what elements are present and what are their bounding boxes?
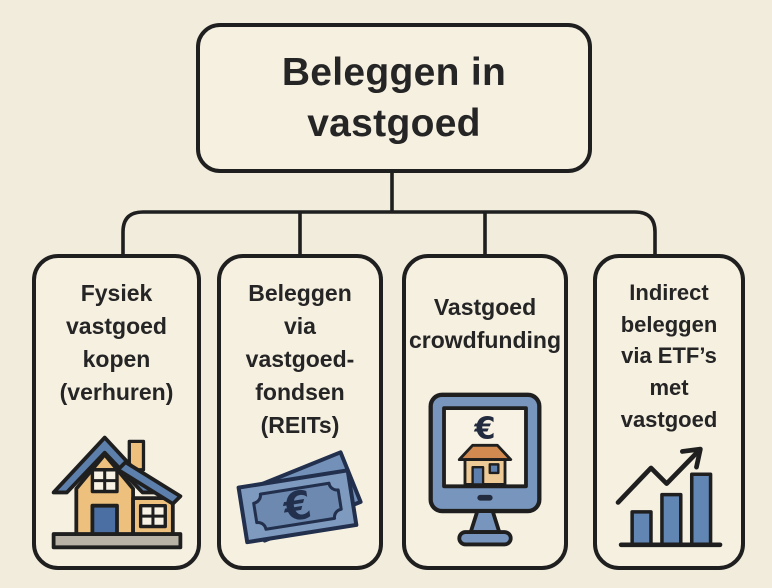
branch-node-etf: Indirect beleggen via ETF’s met vastgoed (593, 254, 745, 570)
crowdfunding-monitor-icon: € (428, 392, 542, 547)
branch-label: Indirect beleggen via ETF’s met vastgoed (620, 280, 718, 432)
house-icon (51, 435, 182, 550)
etf-chart-icon (615, 447, 723, 548)
connector-bracket (121, 210, 657, 255)
branch-label: Beleggen via vastgoed- fondsen (REITs) (245, 280, 355, 439)
branch-label: Vastgoed crowdfunding (408, 294, 562, 354)
euro-symbol: € (473, 412, 495, 447)
banknotes-icon: € (236, 449, 363, 544)
branch-node-crowdfunding: Vastgoed crowdfunding € (402, 254, 568, 570)
branch-node-fysiek-vastgoed: Fysiek vastgoed kopen (verhuren) (32, 254, 201, 570)
root-node: Beleggen in vastgoed (196, 23, 592, 173)
branch-label: Fysiek vastgoed kopen (verhuren) (59, 280, 174, 406)
root-title: Beleggen in vastgoed (281, 50, 507, 145)
branch-node-vastgoedfondsen: Beleggen via vastgoed- fondsen (REITs) € (217, 254, 383, 570)
